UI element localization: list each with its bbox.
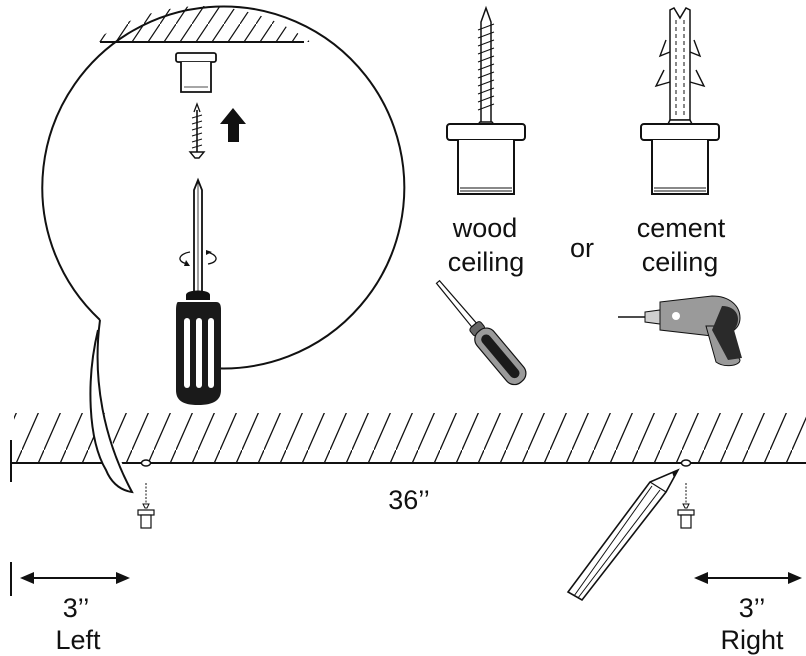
right-offset-label: 3’’	[738, 593, 766, 623]
hole-right	[680, 459, 692, 467]
wood-label: wood	[452, 213, 518, 243]
drill-icon	[618, 295, 742, 367]
wall-anchor-icon	[175, 52, 217, 93]
rotation-icon	[179, 250, 217, 266]
right-offset-dimension	[694, 572, 802, 584]
screw-icon	[188, 102, 206, 159]
anchor-left-icon	[137, 483, 155, 529]
screwdriver-icon	[176, 177, 221, 405]
cement-ceiling-label: ceiling	[641, 247, 719, 277]
left-offset-label: 3’’	[62, 593, 90, 623]
hole-left	[140, 459, 152, 467]
ceiling-strip	[10, 413, 806, 482]
pencil-icon	[566, 468, 680, 602]
or-label: or	[569, 233, 594, 263]
anchor-right-icon	[677, 483, 695, 529]
cement-plug-icon	[654, 7, 706, 133]
wood-screw-icon	[470, 5, 502, 133]
left-offset-dimension	[10, 562, 130, 596]
wood-anchor-icon	[446, 123, 526, 195]
distance-label: 36’’	[388, 485, 430, 515]
up-arrow-icon	[220, 108, 246, 142]
wood-ceiling-label: ceiling	[447, 247, 525, 277]
cement-label: cement	[636, 213, 726, 243]
right-label: Right	[720, 625, 784, 655]
left-label: Left	[55, 625, 101, 655]
cement-anchor-icon	[640, 123, 720, 195]
screwdriver-small-icon	[435, 279, 527, 386]
